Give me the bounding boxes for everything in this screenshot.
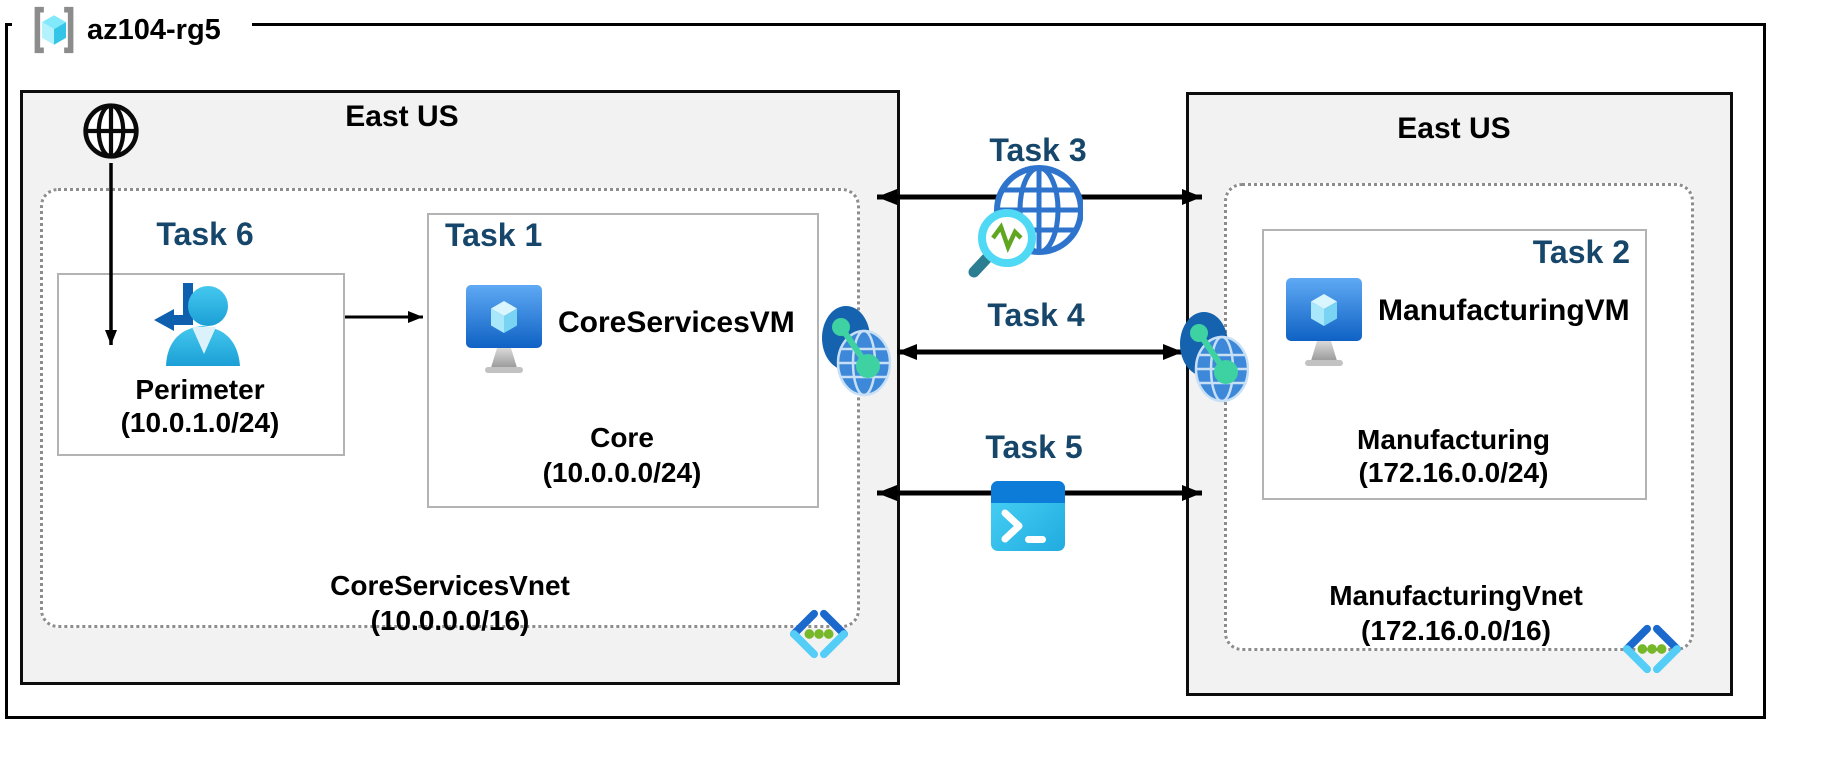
internet-globe-icon (83, 103, 139, 159)
vm-icon (466, 285, 542, 373)
core-vnet-cidr: (10.0.0.0/16) (370, 605, 530, 636)
user-signin-icon (154, 283, 240, 366)
cloud-shell-icon (991, 481, 1065, 551)
core-vnet-name: CoreServicesVnet (330, 570, 570, 601)
manufacturing-subnet-name: Manufacturing (1357, 424, 1550, 455)
task2-label: Task 2 (1532, 234, 1630, 270)
task5-label: Task 5 (985, 429, 1083, 465)
virtual-network-icon (790, 609, 848, 659)
manufacturing-subnet-cidr: (172.16.0.0/24) (1358, 457, 1549, 488)
right-region-title: East US (1397, 112, 1511, 145)
core-subnet-name: Core (590, 422, 654, 453)
core-vm-name: CoreServicesVM (558, 306, 795, 339)
manufacturing-vm-name: ManufacturingVM (1378, 294, 1630, 327)
virtual-network-icon (1623, 624, 1681, 674)
resource-group-chip: az104-rg5 (12, 0, 252, 60)
left-region-title: East US (345, 100, 459, 133)
vnet-peering-icon (822, 306, 891, 397)
core-subnet-cidr: (10.0.0.0/24) (542, 457, 702, 488)
manufacturing-vnet-cidr: (172.16.0.0/16) (1361, 615, 1551, 646)
task1-label: Task 1 (445, 217, 543, 253)
manufacturing-vnet-name: ManufacturingVnet (1329, 580, 1583, 611)
perimeter-subnet-name: Perimeter (135, 374, 265, 405)
core-subnet-box (427, 213, 819, 508)
resource-group-name: az104-rg5 (87, 13, 221, 46)
vnet-peering-icon (1180, 312, 1249, 403)
resource-group-icon (34, 6, 74, 54)
task6-label: Task 6 (156, 216, 254, 252)
task3-label: Task 3 (989, 132, 1087, 168)
task4-label: Task 4 (987, 297, 1085, 333)
network-watcher-icon (968, 165, 1083, 278)
vm-icon (1286, 278, 1362, 366)
perimeter-subnet-cidr: (10.0.1.0/24) (120, 407, 280, 438)
